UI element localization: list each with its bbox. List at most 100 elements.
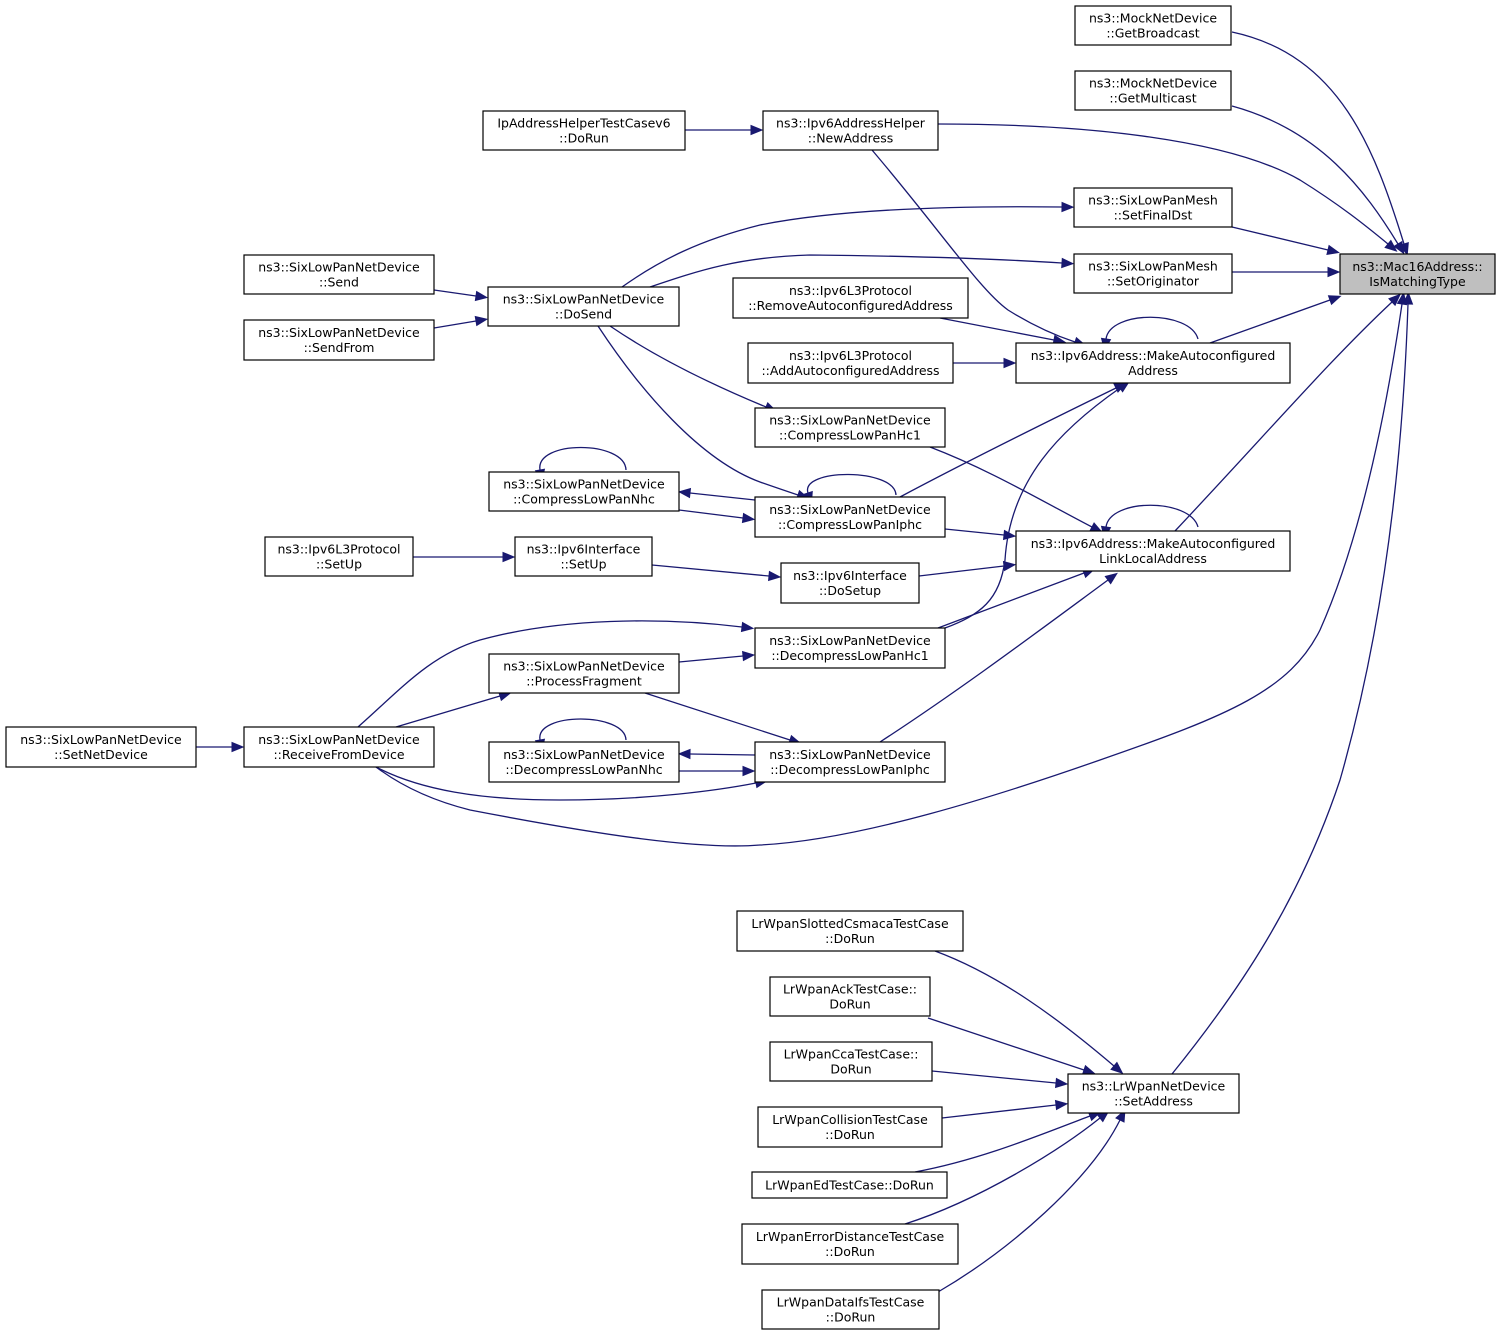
edge-line — [357, 620, 743, 728]
node-box — [487, 286, 680, 327]
edge-setfinaldst-to-root — [1231, 226, 1340, 255]
edge-dnhc-to-diphc — [679, 765, 756, 777]
edge-getbroadcast-to-root — [1231, 31, 1409, 256]
edge-line — [944, 528, 1005, 536]
node-ipaddrtest[interactable]: IpAddressHelperTestCasev6::DoRun — [482, 110, 686, 151]
node-makell[interactable]: ns3::Ipv6Address::MakeAutoconfiguredLink… — [1015, 530, 1291, 572]
node-box — [243, 254, 435, 295]
arrowhead-icon — [677, 748, 691, 760]
node-nhc[interactable]: ns3::SixLowPanNetDevice::CompressLowPanN… — [488, 471, 680, 512]
arrowhead-icon — [742, 765, 756, 777]
node-l3setup[interactable]: ns3::Ipv6L3Protocol::SetUp — [264, 536, 414, 577]
node-label-line: IsMatchingType — [1369, 274, 1466, 289]
node-setnetdev[interactable]: ns3::SixLowPanNetDevice::SetNetDevice — [5, 726, 197, 768]
arrowhead-icon — [1003, 357, 1017, 369]
edge-line — [918, 565, 1005, 577]
node-label-line: ::DoRun — [559, 131, 609, 146]
node-label-line: ns3::SixLowPanMesh — [1088, 193, 1218, 208]
node-label-line: ::DecompressLowPanIphc — [770, 762, 930, 777]
arrowhead-icon — [1104, 572, 1118, 585]
node-setoriginator[interactable]: ns3::SixLowPanMesh::SetOriginator — [1073, 253, 1233, 294]
node-box — [754, 627, 946, 669]
node-getbroadcast[interactable]: ns3::MockNetDevice::GetBroadcast — [1074, 5, 1232, 46]
node-label-line: ns3::Ipv6AddressHelper — [776, 116, 926, 131]
arrowhead-icon — [1388, 293, 1401, 307]
node-sendfrom[interactable]: ns3::SixLowPanNetDevice::SendFrom — [243, 319, 435, 361]
arrowhead-icon — [1002, 529, 1017, 541]
node-ed[interactable]: LrWpanEdTestCase::DoRun — [751, 1171, 948, 1199]
edge-line — [1171, 303, 1409, 1075]
node-box — [754, 741, 946, 783]
node-makeauto[interactable]: ns3::Ipv6Address::MakeAutoconfiguredAddr… — [1015, 342, 1291, 384]
edge-collision-to-setaddress — [941, 1099, 1069, 1119]
node-label-line: ::SetUp — [560, 557, 606, 572]
node-getmulticast[interactable]: ns3::MockNetDevice::GetMulticast — [1074, 70, 1232, 111]
edge-hc1-to-makell — [929, 446, 1103, 533]
node-label-line: ns3::MockNetDevice — [1089, 11, 1217, 26]
nodes-layer: ns3::Mac16Address::IsMatchingType ns3::Mo… — [5, 5, 1496, 1330]
node-box — [514, 536, 653, 577]
node-label-line: ns3::SixLowPanNetDevice — [503, 747, 665, 762]
node-cca[interactable]: LrWpanCcaTestCase::DoRun — [769, 1041, 933, 1082]
edge-line — [689, 492, 756, 501]
node-dosend[interactable]: ns3::SixLowPanNetDevice::DoSend — [487, 286, 680, 327]
node-label-line: LrWpanCcaTestCase:: — [784, 1047, 919, 1062]
node-label-line: ::DoRun — [825, 931, 875, 946]
node-recvdev[interactable]: ns3::SixLowPanNetDevice::ReceiveFromDevi… — [243, 726, 435, 768]
node-label-line: ns3::MockNetDevice — [1089, 76, 1217, 91]
edge-cca-to-setaddress — [931, 1070, 1069, 1089]
edge-makeauto-to-root — [1209, 295, 1342, 344]
node-ifs[interactable]: LrWpanDataIfsTestCase::DoRun — [761, 1289, 940, 1330]
node-send[interactable]: ns3::SixLowPanNetDevice::Send — [243, 254, 435, 295]
node-hc1[interactable]: ns3::SixLowPanNetDevice::CompressLowPanH… — [754, 407, 946, 448]
node-label-line: ns3::SixLowPanNetDevice — [258, 732, 420, 747]
node-slotted[interactable]: LrWpanSlottedCsmacaTestCase::DoRun — [736, 910, 964, 952]
node-dosetup[interactable]: ns3::Ipv6Interface::DoSetup — [780, 562, 920, 604]
node-label-line: ::DecompressLowPanHc1 — [771, 648, 928, 663]
edge-l3setup-to-ifsetup — [413, 551, 516, 563]
node-iphc[interactable]: ns3::SixLowPanNetDevice::CompressLowPanI… — [754, 496, 946, 538]
edge-line — [433, 320, 477, 329]
node-addauto[interactable]: ns3::Ipv6L3Protocol::AddAutoconfiguredAd… — [747, 342, 954, 384]
node-setaddress[interactable]: ns3::LrWpanNetDevice::SetAddress — [1067, 1073, 1240, 1114]
arrowhead-icon — [1054, 1099, 1069, 1111]
edge-dosetup-to-makell — [918, 560, 1017, 577]
node-label-line: ::GetBroadcast — [1106, 26, 1199, 41]
node-box — [1073, 253, 1233, 294]
node-diphc[interactable]: ns3::SixLowPanNetDevice::DecompressLowPa… — [754, 741, 946, 783]
node-label-line: ::DoRun — [825, 1127, 875, 1142]
edge-slotted-to-setaddress — [934, 950, 1124, 1074]
node-label-line: ::DoRun — [825, 1244, 875, 1259]
node-dhc1[interactable]: ns3::SixLowPanNetDevice::DecompressLowPa… — [754, 627, 946, 669]
edge-iphc-to-nhc — [677, 487, 756, 501]
edge-line — [904, 1117, 1101, 1225]
node-collision[interactable]: LrWpanCollisionTestCase::DoRun — [757, 1106, 943, 1148]
node-box — [482, 110, 686, 151]
node-newaddress[interactable]: ns3::Ipv6AddressHelper::NewAddress — [762, 110, 939, 151]
edge-line — [899, 387, 1117, 498]
node-procfrag[interactable]: ns3::SixLowPanNetDevice::ProcessFragment — [488, 653, 680, 694]
node-box — [762, 110, 939, 151]
node-root[interactable]: ns3::Mac16Address::IsMatchingType — [1339, 253, 1496, 295]
edge-ack-to-setaddress — [927, 1017, 1096, 1075]
node-box — [1339, 253, 1496, 295]
edge-line — [879, 579, 1109, 743]
node-ifsetup[interactable]: ns3::Ipv6Interface::SetUp — [514, 536, 653, 577]
node-setfinaldst[interactable]: ns3::SixLowPanMesh::SetFinalDst — [1073, 187, 1233, 228]
node-ack[interactable]: LrWpanAckTestCase::DoRun — [769, 976, 931, 1017]
node-box — [243, 319, 435, 361]
node-label-line: ::SetOriginator — [1107, 274, 1200, 289]
node-label-line: ::DoSetup — [819, 583, 881, 598]
edge-setnetdev-to-recvdev — [196, 741, 245, 753]
edge-nhc-to-iphc — [678, 509, 756, 524]
node-box — [1073, 187, 1233, 228]
node-errdist[interactable]: LrWpanErrorDistanceTestCase::DoRun — [741, 1223, 959, 1265]
edge-getmulticast-to-root — [1231, 105, 1405, 255]
node-label-line: ns3::Ipv6L3Protocol — [789, 348, 912, 363]
edge-line — [807, 473, 897, 496]
node-label-line: LrWpanErrorDistanceTestCase — [756, 1229, 945, 1244]
node-removeauto[interactable]: ns3::Ipv6L3Protocol::RemoveAutoconfigure… — [732, 277, 969, 319]
edge-procfrag-to-diphc — [644, 692, 802, 745]
node-dnhc[interactable]: ns3::SixLowPanNetDevice::DecompressLowPa… — [488, 741, 680, 783]
